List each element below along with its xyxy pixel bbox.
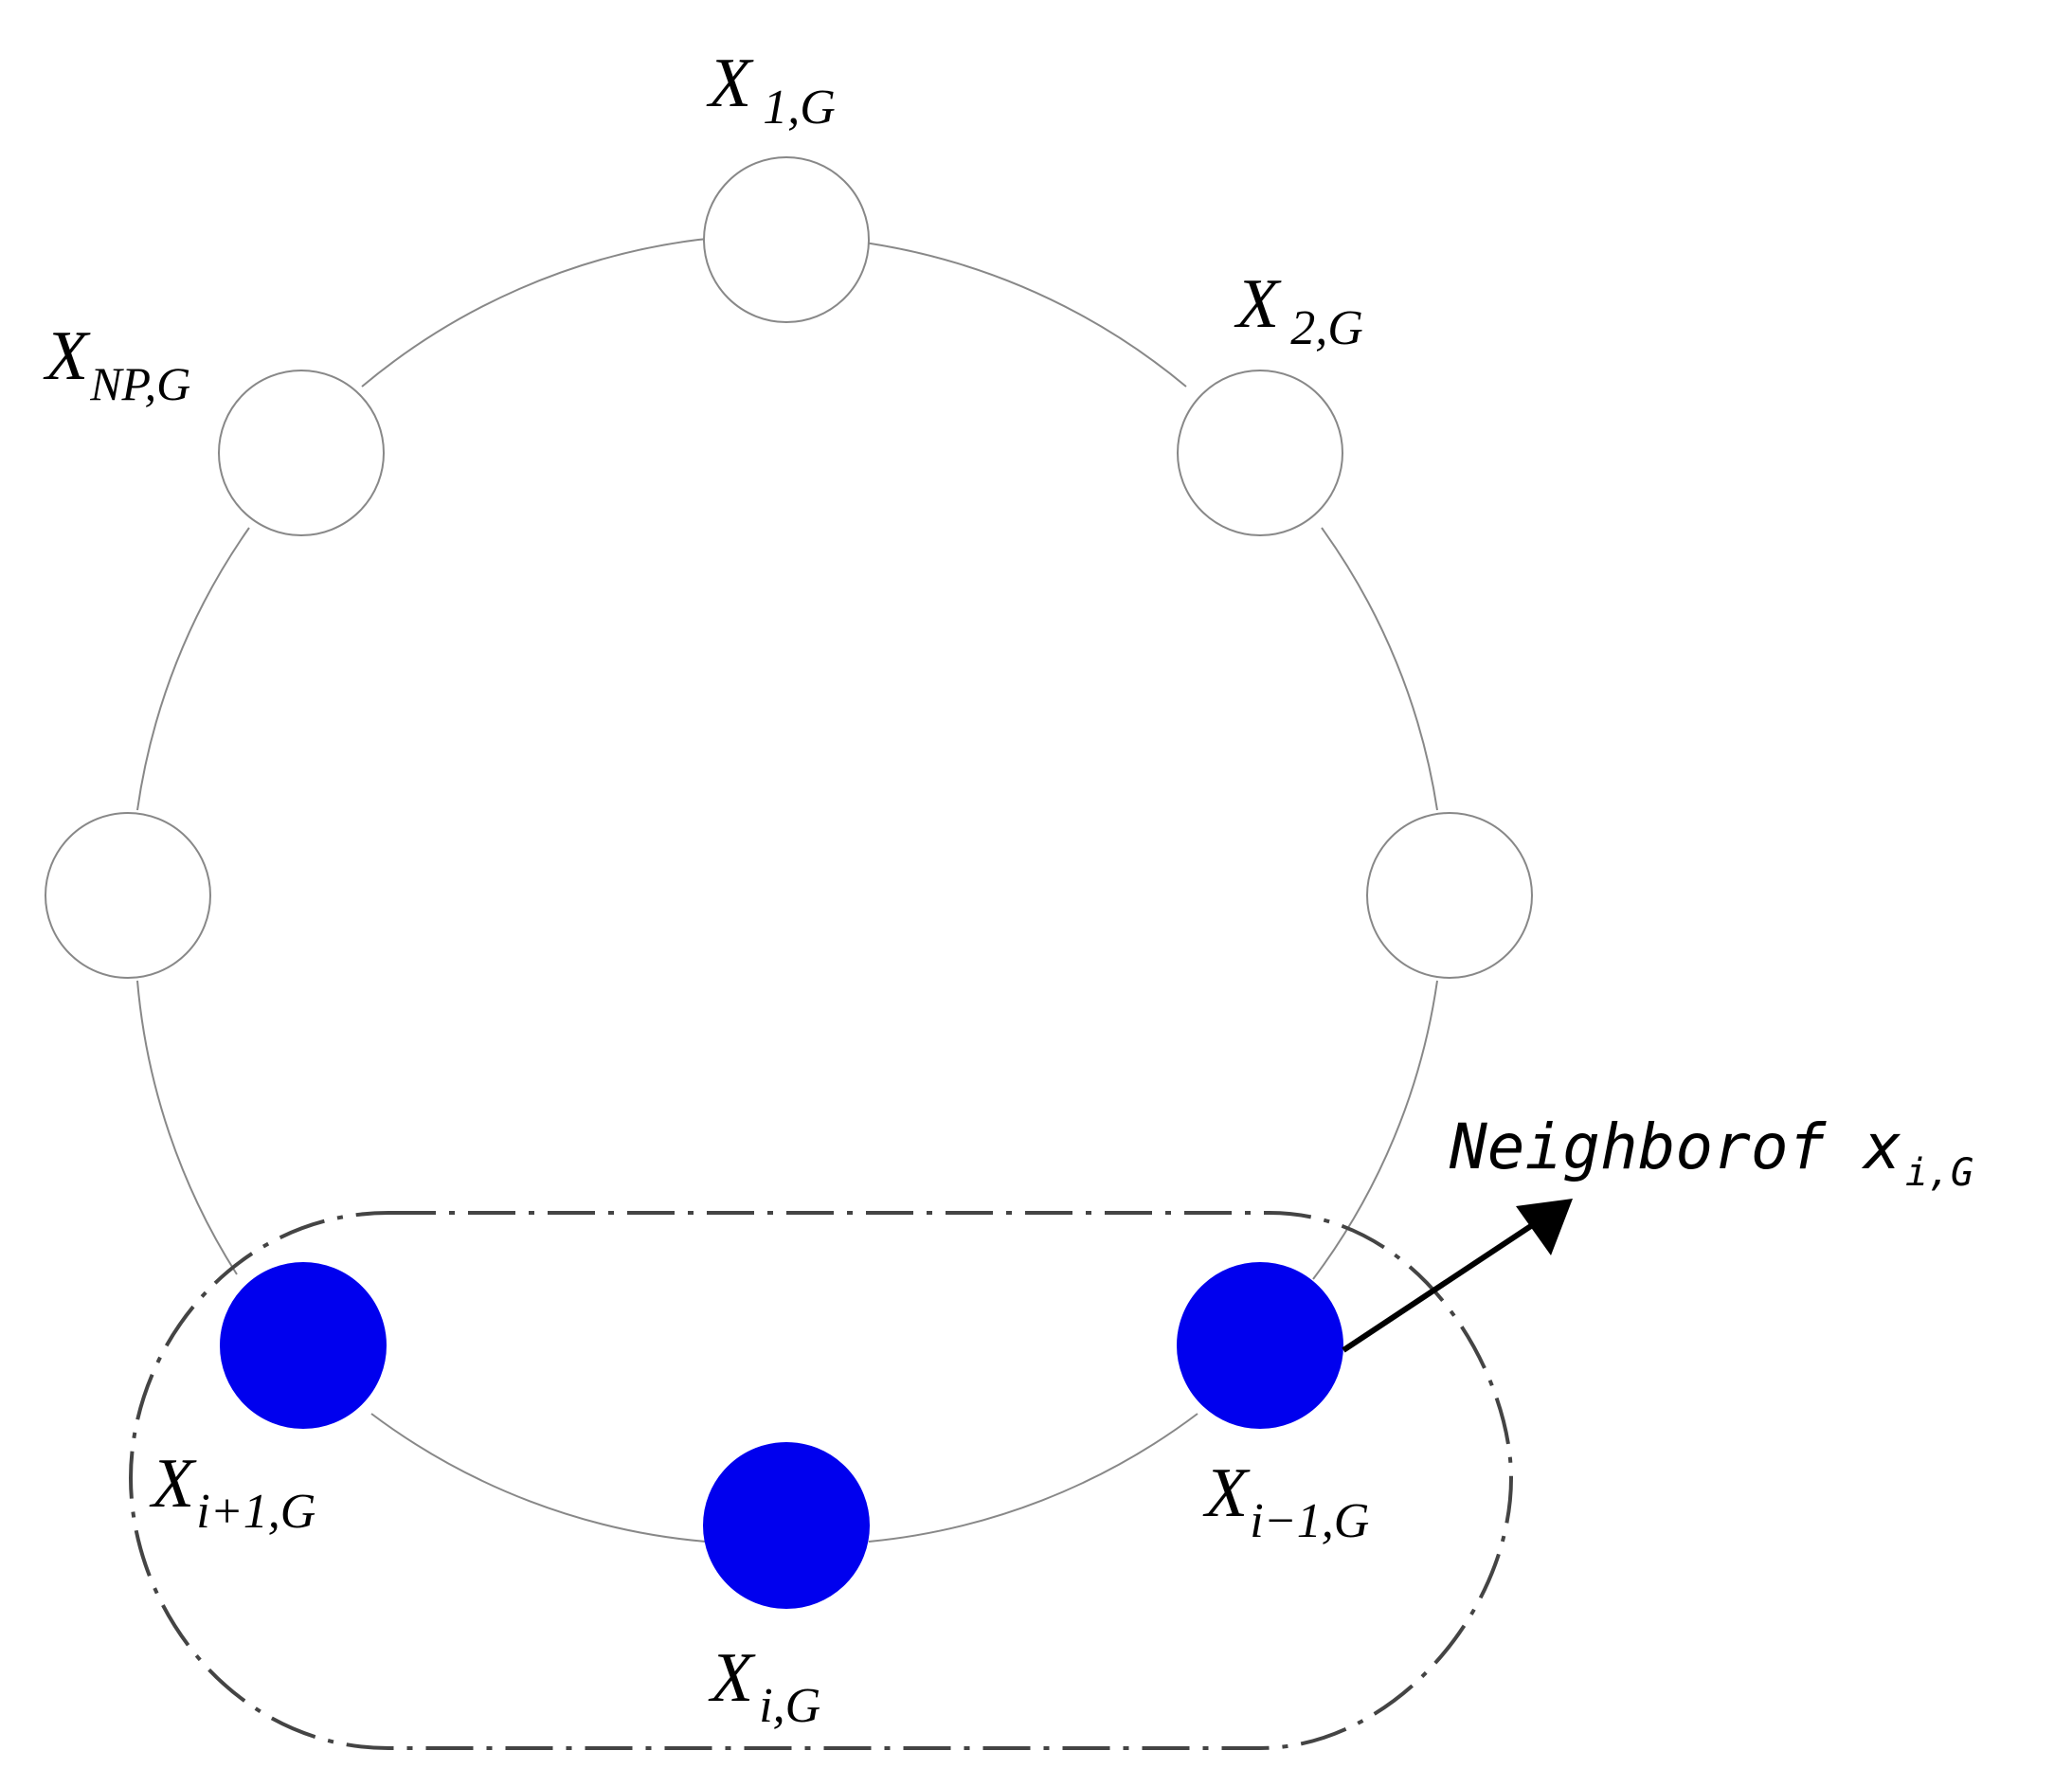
node-xi bbox=[703, 1442, 870, 1609]
neighbor-arrow bbox=[1342, 1208, 1559, 1353]
neighborhood-boundary bbox=[128, 1211, 1514, 1750]
node-left bbox=[45, 812, 211, 979]
ring-edge bbox=[136, 234, 1438, 1543]
node-x2 bbox=[1177, 370, 1343, 536]
label-xim1: Xi−1,G bbox=[1202, 1454, 1369, 1548]
node-xip1 bbox=[220, 1262, 387, 1429]
node-xnp bbox=[218, 370, 385, 536]
label-xnp: XNP,G bbox=[43, 317, 190, 410]
node-x1 bbox=[703, 156, 870, 323]
node-right bbox=[1366, 812, 1533, 979]
node-xim1 bbox=[1177, 1262, 1343, 1429]
label-xip1: Xi+1,G bbox=[149, 1445, 315, 1539]
neighbor-arrowhead bbox=[1516, 1199, 1573, 1255]
